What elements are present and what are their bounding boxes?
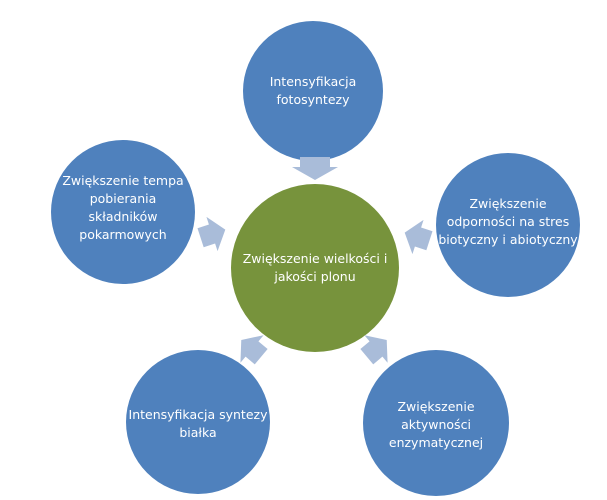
- node-top-circle: [243, 21, 383, 161]
- center-label: Zwiększenie wielkości i jakości plonu: [242, 251, 388, 284]
- node-left-lower-label: Intensyfikacja syntezy białka: [128, 407, 268, 440]
- node-right-upper-label: Zwiększenie odporności na stres biotyczn…: [438, 196, 578, 247]
- node-top-label: Intensyfikacja fotosyntezy: [269, 74, 357, 107]
- arrow-left-upper: [197, 216, 226, 252]
- node-left-upper-circle: [51, 140, 195, 284]
- arrow-right-lower: [360, 335, 388, 365]
- node-right-lower-circle: [363, 350, 509, 496]
- node-right-upper-circle: [436, 153, 580, 297]
- arrow-top: [292, 157, 338, 180]
- node-left-upper-label: Zwiększenie tempa pobierania składników …: [62, 173, 184, 242]
- center-circle: [231, 184, 399, 352]
- node-right-lower-label: Zwiększenie aktywności enzymatycznej: [388, 399, 484, 450]
- node-left-lower-circle: [126, 350, 270, 494]
- arrow-right-upper: [404, 219, 433, 255]
- arrow-left-lower: [240, 335, 268, 365]
